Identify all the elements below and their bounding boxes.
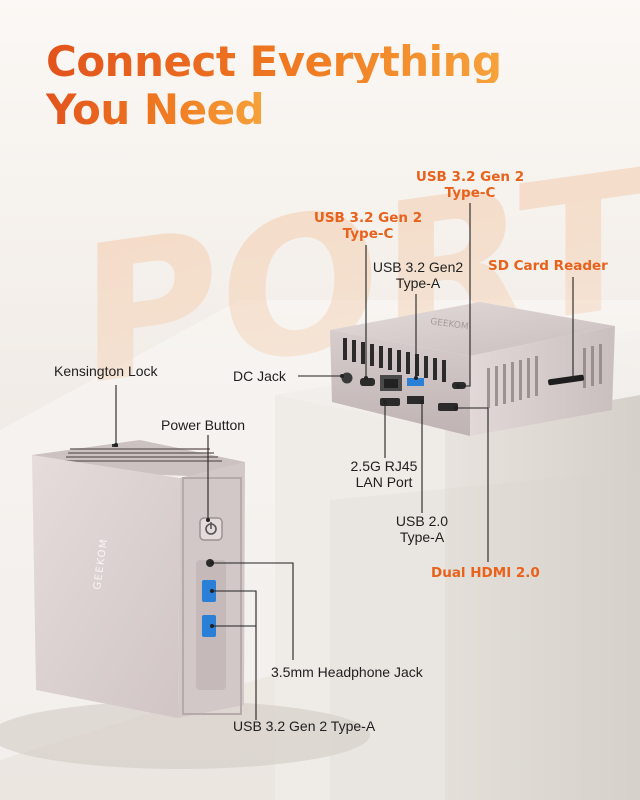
pedestal-front [275,395,445,800]
front-usb-a-line-1 [212,590,257,720]
label-front-usb-a: USB 3.2 Gen 2 Type-A [233,718,376,734]
side-vent [487,344,602,408]
headphone-jack-line [212,562,294,660]
label-headphone-jack: 3.5mm Headphone Jack [271,664,423,680]
front-usb-a-port-1 [202,580,216,602]
top-vent [64,448,222,462]
front-pc-side [32,455,180,718]
front-mini-pc: GEEKOM [32,440,245,718]
usb-c-top-line [458,203,471,387]
label-dual-hdmi: Dual HDMI 2.0 [431,565,540,581]
device-shadow [0,701,370,769]
label-sd-card-reader: SD Card Reader [488,258,608,274]
rear-pc-top [330,302,615,356]
headline-line-1: Connect Everything [46,37,502,86]
label-usb-c-left: USB 3.2 Gen 2 Type-C [306,210,430,242]
pedestal-shadow [330,470,640,800]
label-usb-c-left-line2: Type-C [342,226,394,242]
label-usb-20: USB 2.0 Type-A [382,513,462,545]
label-dc-jack: DC Jack [233,368,286,384]
usb-c-port-left [360,378,375,386]
label-lan-line1: 2.5G RJ45 [350,458,418,474]
label-usb-c-top-line2: Type-C [444,185,496,201]
dc-jack-port [341,372,353,384]
rear-vent [343,338,446,382]
label-usb-a-gen2-line1: USB 3.2 Gen2 [372,259,464,275]
dual-hdmi-line [456,407,489,562]
sd-card-slot [548,374,584,386]
label-usb20-line1: USB 2.0 [395,513,449,529]
label-usb-a-gen2-line2: Type-A [395,275,441,291]
headline-line-2: You Need [46,85,265,134]
pedestal-side [445,395,640,800]
rear-mini-pc: GEEKOM [330,302,615,436]
rear-pc-side-panel [470,326,615,436]
label-usb-c-left-line1: USB 3.2 Gen 2 [313,210,423,226]
label-usb20-line2: Type-A [399,529,445,545]
label-usb-c-top: USB 3.2 Gen 2 Type-C [408,169,532,201]
hdmi-port-2 [438,403,458,411]
label-kensington-lock: Kensington Lock [54,363,158,379]
label-power-button: Power Button [161,417,246,433]
label-lan-port: 2.5G RJ45 LAN Port [334,458,434,490]
label-usb-a-gen2: USB 3.2 Gen2 Type-A [360,259,476,291]
usb-20-port [407,396,424,404]
usb-a-gen2-port [407,378,424,386]
label-usb-c-top-line1: USB 3.2 Gen 2 [415,169,525,185]
label-lan-line2: LAN Port [355,474,413,490]
front-usb-a-port-2 [202,615,216,637]
